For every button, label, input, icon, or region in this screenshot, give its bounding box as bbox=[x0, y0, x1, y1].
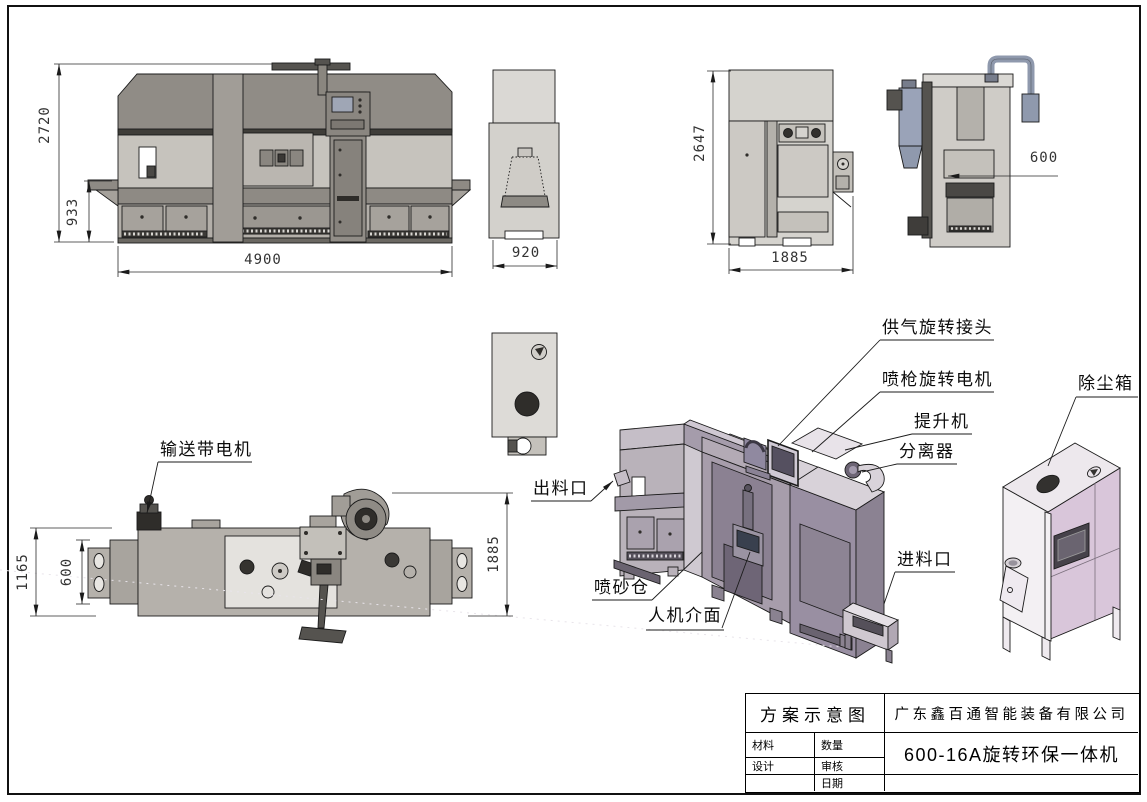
dust-box-iso-view-drawing bbox=[999, 442, 1121, 661]
title-block-product-model: 600-16A旋转环保一体机 bbox=[885, 733, 1138, 775]
callout-gun-rotary-motor: 喷枪旋转电机 bbox=[882, 370, 993, 389]
front-view-drawing bbox=[87, 58, 472, 244]
side-view-drawing bbox=[488, 69, 560, 240]
title-block: 方案示意图 广东鑫百通智能装备有限公司 材料 数量 600-16A旋转环保一体机… bbox=[745, 693, 1140, 793]
right-side-view-drawing bbox=[886, 55, 1040, 248]
plan-view-drawing bbox=[87, 488, 473, 644]
sheet-border bbox=[7, 5, 1141, 795]
callout-discharge-outlet: 出料口 bbox=[533, 479, 589, 498]
callout-air-rotary-joint: 供气旋转接头 bbox=[882, 318, 993, 337]
dim-rear-width: 1885 bbox=[771, 250, 809, 266]
callout-feed-inlet: 进料口 bbox=[897, 550, 953, 569]
title-block-company: 广东鑫百通智能装备有限公司 bbox=[885, 694, 1138, 733]
callout-separator: 分离器 bbox=[899, 442, 955, 461]
callout-elevator: 提升机 bbox=[914, 412, 970, 431]
title-block-blank-cell bbox=[746, 775, 815, 791]
isometric-view-drawing bbox=[0, 419, 899, 664]
title-block-quantity-label: 数量 bbox=[815, 733, 885, 758]
dim-plan-belt-width: 600 bbox=[59, 557, 75, 587]
dim-plan-overall-depth: 1165 bbox=[15, 553, 31, 591]
dim-right-opening: 600 bbox=[1029, 150, 1059, 166]
title-block-audit-label: 审核 bbox=[815, 758, 885, 775]
callout-hmi: 人机介面 bbox=[648, 606, 722, 625]
rear-view-drawing bbox=[728, 69, 854, 247]
title-block-material-label: 材料 bbox=[746, 733, 815, 758]
callout-blast-chamber: 喷砂仓 bbox=[594, 578, 650, 597]
callout-conveyor-motor: 输送带电机 bbox=[160, 440, 253, 459]
title-block-drawing-type: 方案示意图 bbox=[746, 694, 885, 733]
dimension-lines bbox=[30, 63, 1058, 617]
callout-dust-collector: 除尘箱 bbox=[1078, 374, 1134, 393]
dim-front-width: 4900 bbox=[244, 252, 282, 268]
callout-leader-lines bbox=[146, 339, 1138, 631]
dim-plan-depth: 1885 bbox=[486, 535, 502, 573]
dim-side-depth: 920 bbox=[511, 245, 541, 261]
dim-rear-height: 2647 bbox=[692, 124, 708, 162]
title-block-date-label: 日期 bbox=[815, 775, 885, 791]
dim-front-table-height: 933 bbox=[65, 197, 81, 227]
title-block-blank-cell-right bbox=[885, 775, 1138, 791]
title-block-design-label: 设计 bbox=[746, 758, 815, 775]
dust-box-top-view-drawing bbox=[491, 332, 558, 456]
dim-front-height: 2720 bbox=[37, 106, 53, 144]
